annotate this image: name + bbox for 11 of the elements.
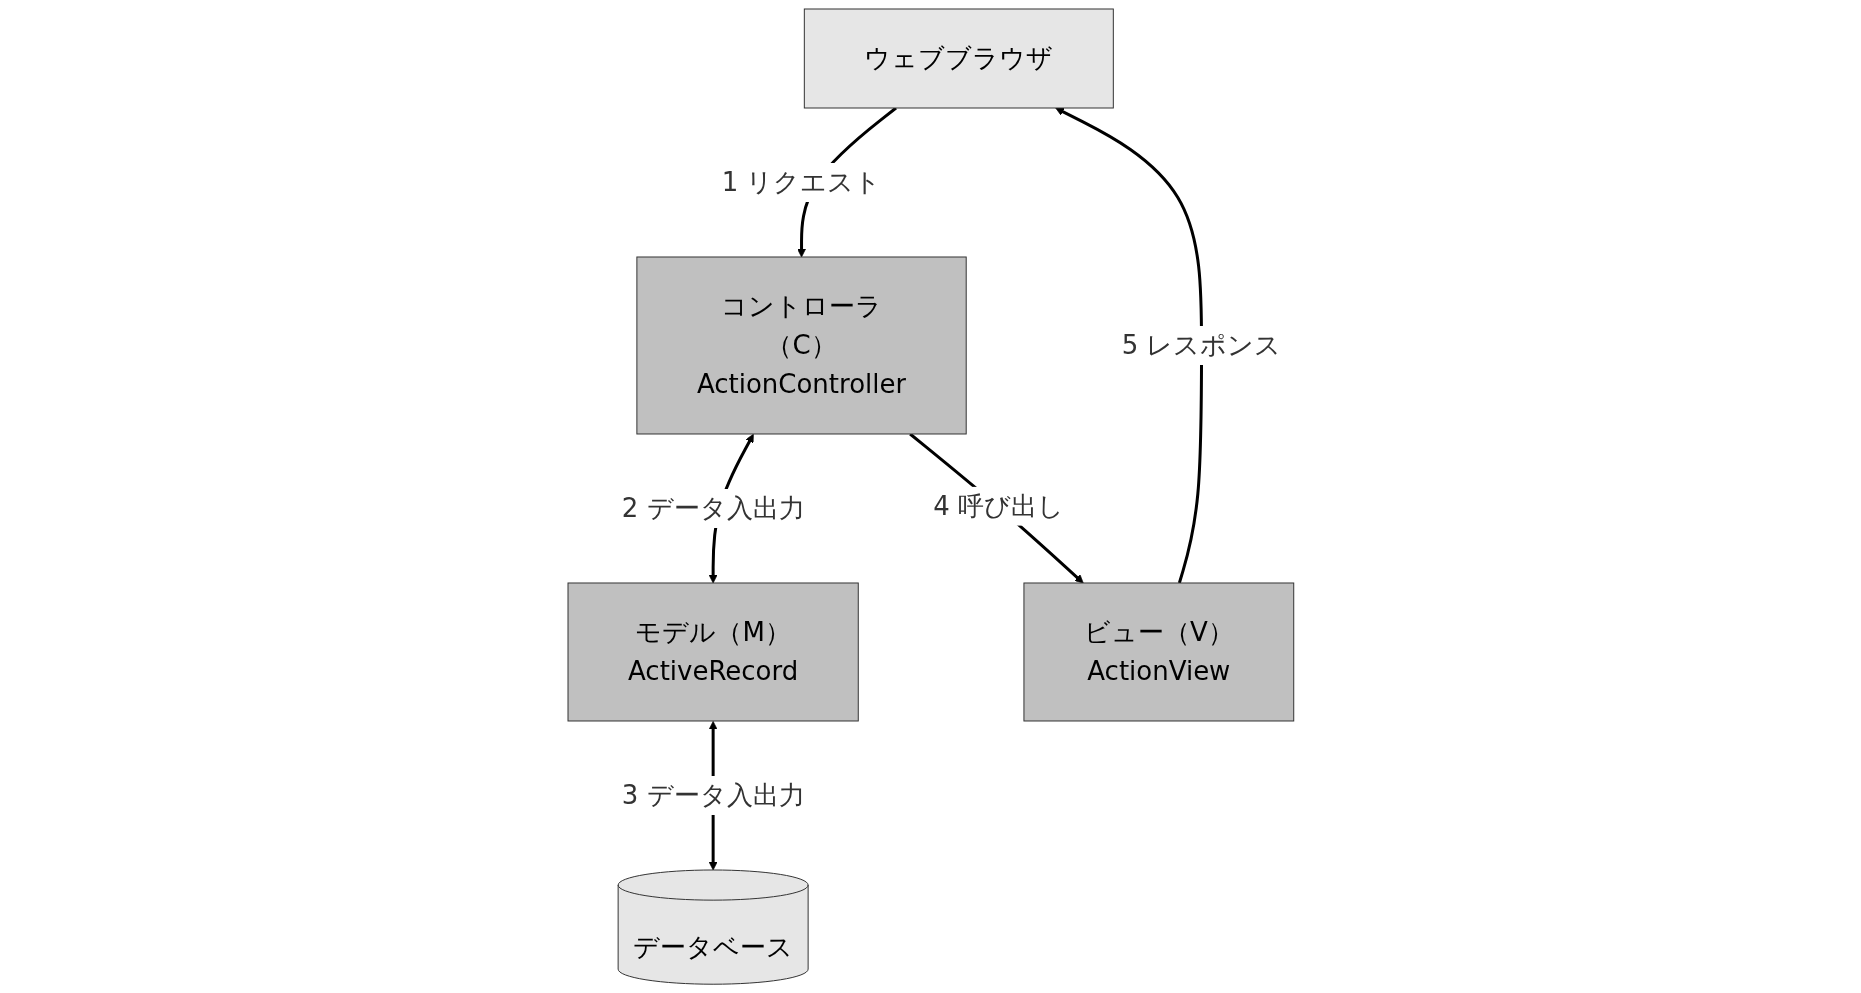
node-box: ウェブブラウザ xyxy=(803,8,1114,109)
node-box: ビュー（V） ActionView xyxy=(1023,582,1294,722)
edge-label: 4 呼び出し xyxy=(932,490,1064,521)
edge-label: 1 リクエスト xyxy=(721,166,882,197)
edge-label: 5 レスポンス xyxy=(1121,329,1282,360)
edge-label: 3 データ入出力 xyxy=(621,779,805,810)
arrow xyxy=(1054,107,1203,584)
node-box: モデル（M） ActiveRecord xyxy=(567,582,859,722)
arrow xyxy=(908,432,1084,584)
node-box: コントローラ（C） ActionController xyxy=(636,256,967,435)
edge-label: 2 データ入出力 xyxy=(621,492,805,523)
